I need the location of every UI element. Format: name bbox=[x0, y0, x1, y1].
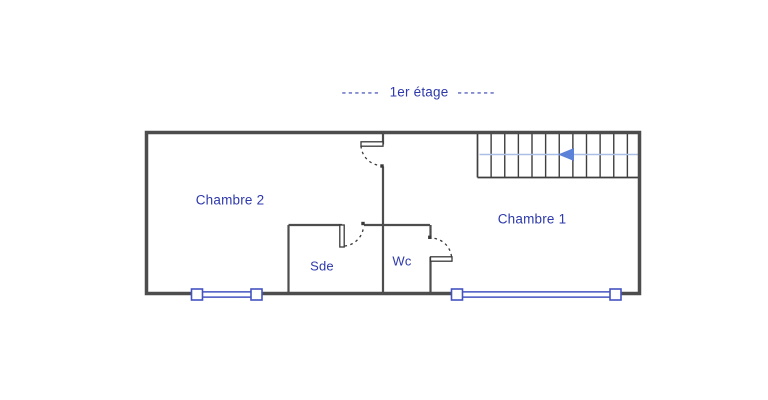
window-end-box bbox=[609, 288, 622, 301]
window-end-box bbox=[250, 288, 263, 301]
wc-door-leaf bbox=[429, 256, 453, 262]
sde-door-leaf bbox=[339, 224, 345, 248]
window-end-box bbox=[450, 288, 464, 301]
sde-door-swing-arc bbox=[344, 226, 365, 247]
corridor-door-latch-dot bbox=[380, 164, 384, 168]
stairs-direction-arrow bbox=[558, 148, 574, 161]
corridor-door-swing-arc bbox=[360, 145, 382, 167]
window-end-box bbox=[190, 288, 204, 301]
window-gap bbox=[201, 288, 252, 301]
window-gap bbox=[461, 288, 611, 301]
room-label-wc: Wc bbox=[392, 253, 412, 269]
outer-wall bbox=[144, 130, 642, 296]
room-label-chambre-1: Chambre 1 bbox=[497, 211, 567, 227]
wc-door-swing-arc bbox=[431, 237, 453, 257]
room-label-sde: Sde bbox=[310, 258, 334, 274]
floor-title-label: 1er étage bbox=[389, 84, 449, 100]
title-dashes-right: ------ bbox=[457, 84, 497, 100]
floor-title: ------ 1er étage ------ bbox=[342, 85, 497, 100]
room-label-chambre-2: Chambre 2 bbox=[195, 192, 265, 208]
wc-door-latch-dot bbox=[428, 235, 432, 239]
title-dashes-left: ------ bbox=[341, 84, 381, 100]
corridor-door-leaf bbox=[360, 141, 384, 147]
sde-door-latch-dot bbox=[361, 221, 365, 226]
